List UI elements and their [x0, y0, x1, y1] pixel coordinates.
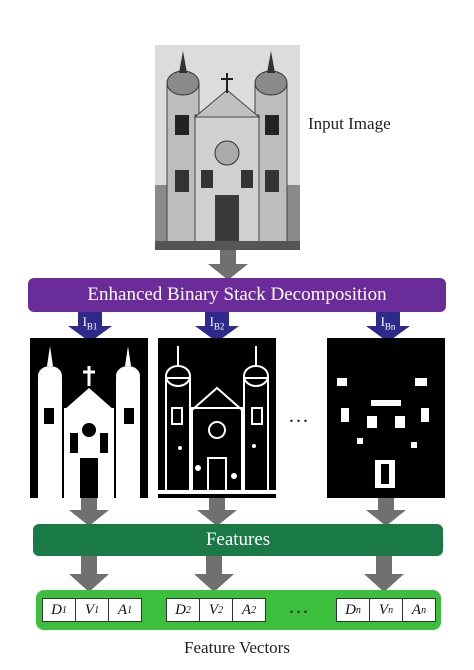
- arrow-binary2-to-features: [197, 498, 237, 526]
- binary-image-1: [30, 338, 148, 498]
- arrow-features-to-vector-2: [194, 556, 234, 592]
- binary-label-1: IB1: [82, 314, 98, 332]
- binary-image-n: [327, 338, 445, 498]
- binary-label-2: IB2: [209, 314, 225, 332]
- vector-ellipsis: ...: [289, 596, 310, 618]
- arrow-binaryn-to-features: [366, 498, 406, 526]
- binary-ellipsis: ...: [289, 405, 310, 427]
- arrow-features-to-vector-1: [69, 556, 109, 592]
- arrow-binary-2: IB2: [195, 312, 239, 342]
- decomposition-label: Enhanced Binary Stack Decomposition: [87, 284, 387, 305]
- features-label: Features: [205, 529, 271, 550]
- arrow-binary-n: IBn: [366, 312, 410, 342]
- decomposition-bar: Enhanced Binary Stack Decomposition: [28, 278, 446, 312]
- binary-image-2: [158, 338, 276, 498]
- features-bar: Features: [33, 524, 443, 556]
- arrow-input-to-decomposition: [208, 250, 248, 280]
- feature-vectors-label: Feature Vectors: [184, 638, 290, 657]
- arrow-binary1-to-features: [69, 498, 109, 526]
- input-image-label: Input Image: [308, 114, 391, 133]
- arrow-features-to-vector-n: [364, 556, 404, 592]
- input-image: [155, 45, 300, 250]
- arrow-binary-1: IB1: [68, 312, 112, 342]
- binary-label-n: IBn: [380, 314, 396, 332]
